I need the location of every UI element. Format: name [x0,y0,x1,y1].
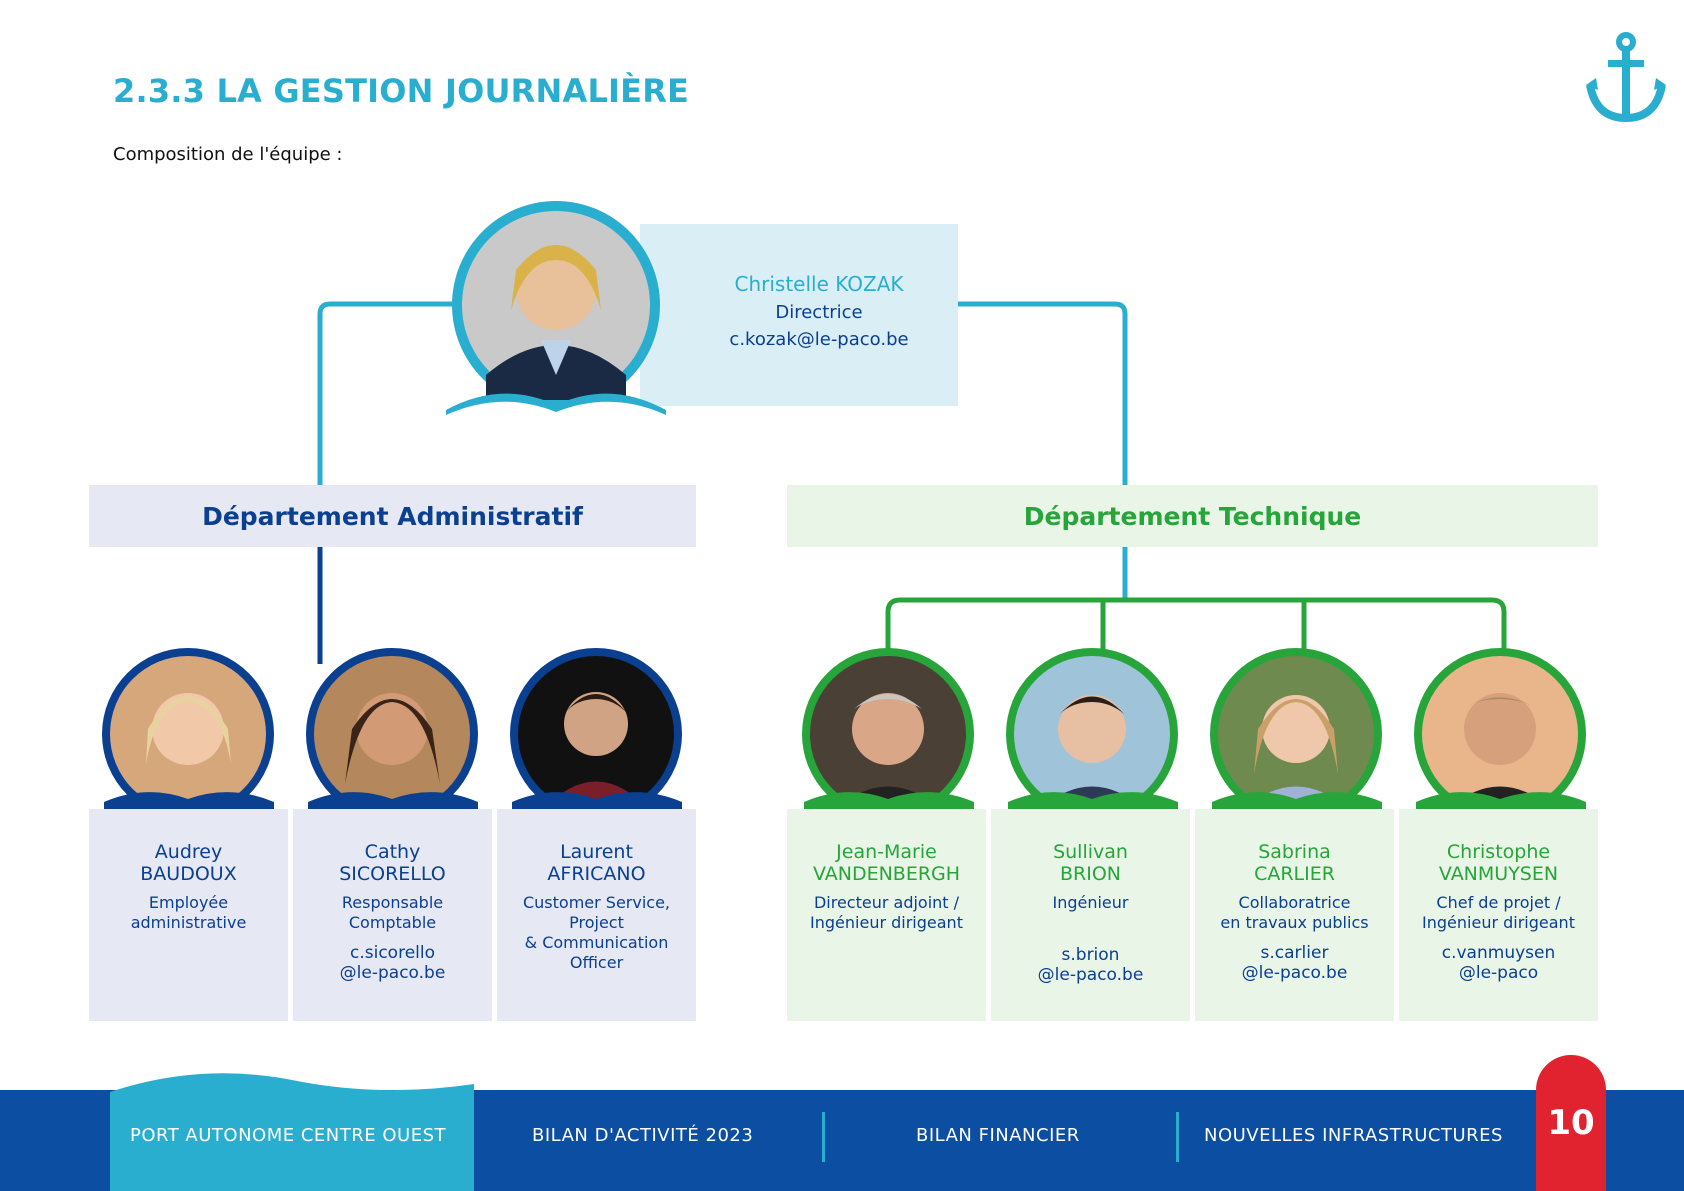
member-last-name: SICORELLO [339,863,446,885]
member-card-cathy: Cathy SICORELLO Responsable Comptable c.… [293,809,492,1021]
member-role: Customer Service, Project & Communicatio… [522,893,671,972]
footer-nav-bilan-financier[interactable]: BILAN FINANCIER [916,1125,1080,1146]
section-subtitle: Composition de l'équipe : [113,144,343,165]
footer-separator [822,1112,825,1162]
avatar-audrey [102,648,274,814]
member-last-name: VANMUYSEN [1438,863,1559,885]
member-card-sullivan: Sullivan BRION Ingénieur s.brion @le-pac… [991,809,1190,1021]
director-role: Directrice [775,302,863,323]
member-card-sabrina: Sabrina CARLIER Collaboratrice en travau… [1195,809,1394,1021]
member-first-name: Cathy [364,841,421,863]
dept-tech-title: Département Technique [787,485,1598,547]
director-photo [446,201,666,430]
director-name: Christelle KOZAK [734,272,904,296]
member-role: Collaboratrice en travaux publics [1220,893,1369,932]
footer-separator [1176,1112,1179,1162]
member-first-name: Laurent [560,841,633,863]
avatar-christophe [1414,648,1586,814]
director-email[interactable]: c.kozak@le-paco.be [729,329,909,350]
member-card-laurent: Laurent AFRICANO Customer Service, Proje… [497,809,696,1021]
member-card-jean-marie: Jean-Marie VANDENBERGH Directeur adjoint… [787,809,986,1021]
member-email[interactable]: s.carlier @le-paco.be [1241,943,1348,983]
avatar-cathy [306,648,478,814]
member-last-name: BAUDOUX [140,863,237,885]
avatar-sabrina [1210,648,1382,814]
member-email[interactable]: c.sicorello @le-paco.be [339,943,446,983]
avatar-jean-marie [802,648,974,814]
footer-wave-tab [110,1073,474,1191]
footer-nav-bilan-activite[interactable]: BILAN D'ACTIVITÉ 2023 [532,1125,754,1146]
member-last-name: BRION [1059,863,1121,885]
member-role: Directeur adjoint / Ingénieur dirigeant [810,893,963,932]
avatar-laurent [510,648,682,814]
member-role: Chef de projet / Ingénieur dirigeant [1422,893,1575,932]
member-email[interactable]: s.brion @le-paco.be [1037,945,1144,985]
member-first-name: Audrey [154,841,223,863]
member-first-name: Sullivan [1053,841,1128,863]
dept-admin-title: Département Administratif [89,485,696,547]
member-email[interactable]: c.vanmuysen @le-paco [1441,943,1556,983]
org-connectors [317,301,1507,664]
member-last-name: VANDENBERGH [812,863,961,885]
member-card-christophe: Christophe VANMUYSEN Chef de projet / In… [1399,809,1598,1021]
member-last-name: AFRICANO [547,863,646,885]
director-info: Christelle KOZAK Directrice c.kozak@le-p… [660,272,978,350]
member-card-audrey: Audrey BAUDOUX Employée administrative [89,809,288,1021]
member-first-name: Sabrina [1258,841,1331,863]
member-first-name: Christophe [1446,841,1551,863]
avatar-sullivan [1006,648,1178,814]
footer-nav-port-autonome[interactable]: PORT AUTONOME CENTRE OUEST [130,1125,446,1146]
page-number: 10 [1536,1055,1606,1191]
member-role: Employée administrative [130,893,247,932]
member-role: Responsable Comptable [341,893,444,932]
member-first-name: Jean-Marie [836,841,937,863]
member-role: Ingénieur [1052,893,1129,912]
footer-nav-nouvelles-infrastructures[interactable]: NOUVELLES INFRASTRUCTURES [1204,1125,1503,1146]
anchor-icon [1586,32,1666,123]
page-title: 2.3.3 LA GESTION JOURNALIÈRE [113,72,690,110]
member-last-name: CARLIER [1254,863,1335,885]
director-card [640,224,958,406]
